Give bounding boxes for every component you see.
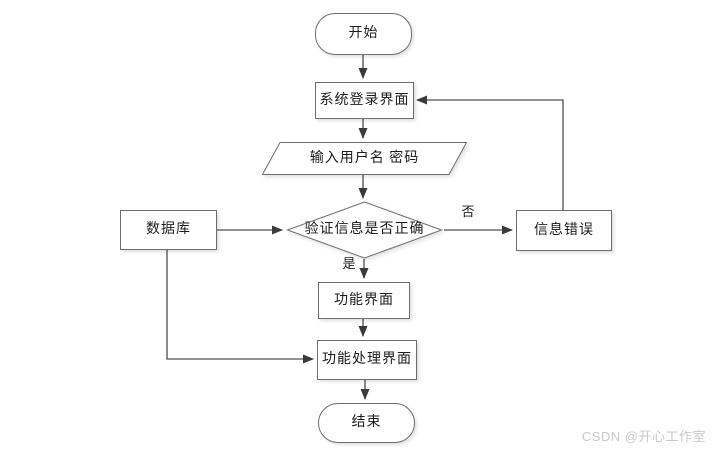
end-label: 结束 [351,415,382,431]
end-node: 结束 [318,403,415,443]
login-screen-node: 系统登录界面 [315,82,414,119]
error-info-node: 信息错误 [516,210,612,251]
edge-label-no: 否 [461,204,475,219]
database-node: 数据库 [120,210,217,250]
csdn-watermark: CSDN @开心工作室 [581,429,706,444]
edge-database-process [166,248,314,364]
error-info-label: 信息错误 [534,222,594,238]
start-label: 开始 [348,26,379,42]
diamond-shape [286,201,443,259]
input-credentials-node: 输入用户名 密码 [262,142,467,175]
function-screen-node: 功能界面 [318,282,410,319]
input-credentials-label: 输入用户名 密码 [309,150,420,166]
login-screen-label: 系统登录界面 [319,92,410,108]
parallelogram-shape [262,142,467,175]
function-screen-label: 功能界面 [334,292,394,308]
verify-decision-node: 验证信息是否正确 [286,201,443,259]
verify-decision-label: 验证信息是否正确 [304,222,425,238]
edge-label-yes: 是 [342,256,356,271]
process-screen-label: 功能处理界面 [322,352,412,368]
database-label: 数据库 [146,222,191,238]
start-node: 开始 [315,13,412,55]
process-screen-node: 功能处理界面 [317,340,417,380]
